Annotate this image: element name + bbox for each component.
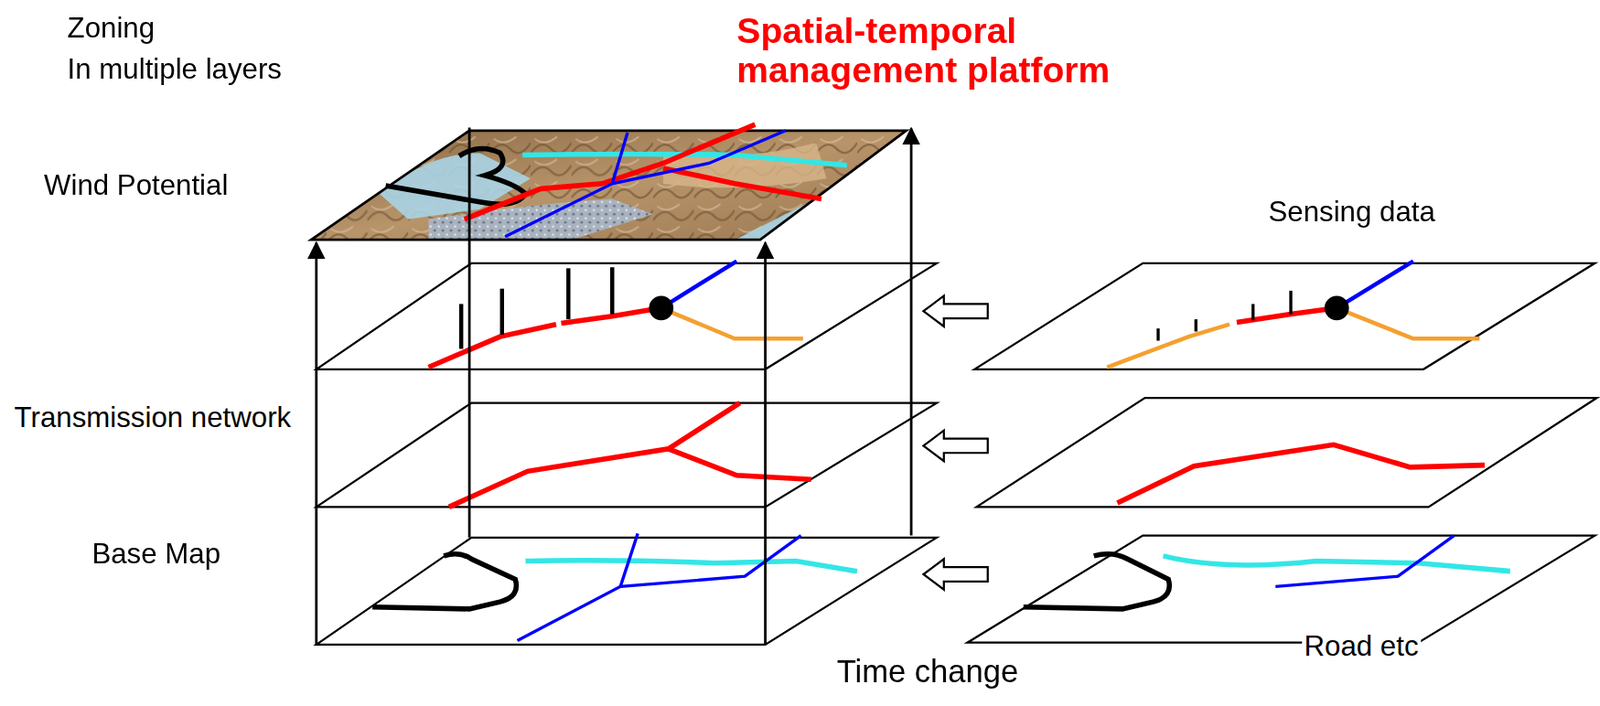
layer-label: Sensing data [1267, 195, 1435, 229]
heading-label: Zoning [67, 11, 156, 45]
diagram-title: Spatial-temporal management platform [736, 10, 1216, 90]
layer-label: Road etc [1301, 630, 1420, 664]
layer-label: Transmission network [11, 401, 293, 435]
layer-label: Wind Potential [43, 169, 228, 203]
axis-label: Time change [837, 654, 1020, 691]
heading-label: In multiple layers [67, 53, 282, 86]
layer-label: Base Map [91, 537, 221, 571]
